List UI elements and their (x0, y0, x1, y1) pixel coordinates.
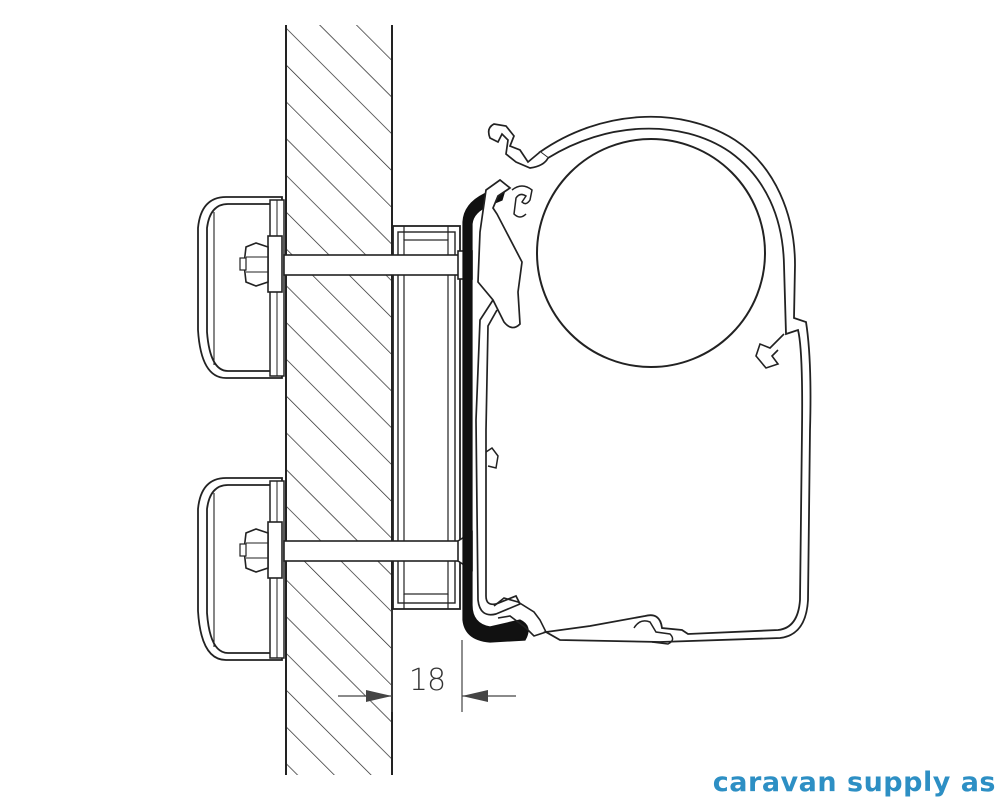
dimension-arrow-right (462, 690, 488, 702)
wall-section (285, 25, 393, 775)
upper-bolt-shaft (283, 254, 463, 276)
bottom-hook (633, 620, 674, 645)
brand-logo-text: caravan supply as (712, 767, 996, 798)
adapter-seal (462, 187, 529, 643)
dimension-arrow-left (366, 690, 392, 702)
lower-washer (267, 521, 283, 579)
wall-hatch (287, 25, 392, 775)
upper-nut (243, 242, 269, 287)
awning-rail (477, 178, 523, 329)
awning-front-wall (475, 299, 522, 616)
lower-bolt-shaft (283, 540, 465, 562)
top-hook (487, 123, 549, 169)
awning-case-outline (538, 115, 812, 643)
bottom-clip (493, 597, 548, 637)
dimension-marker: 18 (338, 610, 516, 712)
lower-nut (243, 528, 269, 573)
upper-washer (267, 235, 283, 293)
right-clip (755, 333, 785, 369)
middle-clip (485, 446, 499, 469)
dimension-label: 18 (409, 663, 445, 698)
awning-case (475, 115, 812, 645)
awning-roller (536, 138, 766, 368)
top-inner-clip (511, 185, 533, 218)
